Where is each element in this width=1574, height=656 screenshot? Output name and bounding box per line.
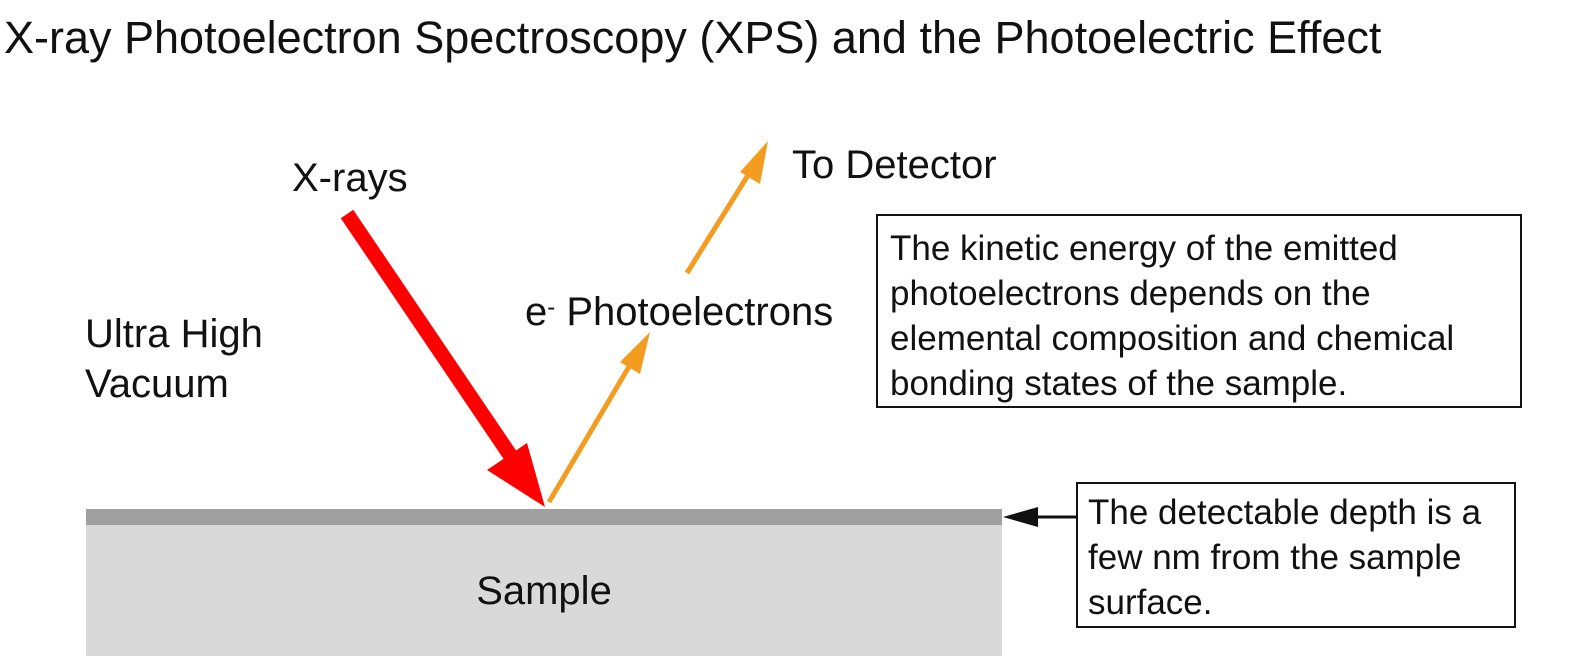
electron-symbol: e — [525, 290, 548, 334]
info-line-1: The kinetic energy of the emitted — [890, 229, 1398, 268]
ultra-high-vacuum-label: Ultra High Vacuum — [85, 309, 263, 409]
diagram-title: X-ray Photoelectron Spectroscopy (XPS) a… — [4, 12, 1382, 63]
sample-surface-layer — [86, 509, 1002, 525]
vacuum-line-1: Ultra High — [85, 312, 263, 356]
sample-block — [86, 525, 1002, 656]
to-detector-label: To Detector — [792, 143, 997, 187]
photoelectron-arrow-upper — [684, 141, 768, 275]
xrays-label: X-rays — [292, 156, 408, 200]
detectable-depth-box: The detectable depth is a few nm from th… — [1076, 482, 1516, 628]
photoelectrons-text: Photoelectrons — [555, 290, 834, 334]
info-line-3: elemental composition and chemical — [890, 319, 1455, 358]
sample-label: Sample — [476, 569, 612, 613]
depth-line-3: surface. — [1088, 583, 1213, 622]
kinetic-energy-info-box: The kinetic energy of the emitted photoe… — [876, 214, 1522, 408]
depth-line-2: few nm from the sample — [1088, 538, 1462, 577]
info-line-2: photoelectrons depends on the — [890, 274, 1371, 313]
photoelectron-arrow-lower — [546, 332, 650, 504]
vacuum-line-2: Vacuum — [85, 362, 229, 406]
depth-pointer-arrow — [1003, 507, 1076, 527]
xray-arrow — [340, 209, 545, 507]
electron-charge: - — [547, 294, 556, 321]
photoelectrons-label: e- Photoelectrons — [525, 288, 833, 336]
info-line-4: bonding states of the sample. — [890, 364, 1348, 403]
depth-line-1: The detectable depth is a — [1088, 493, 1482, 532]
